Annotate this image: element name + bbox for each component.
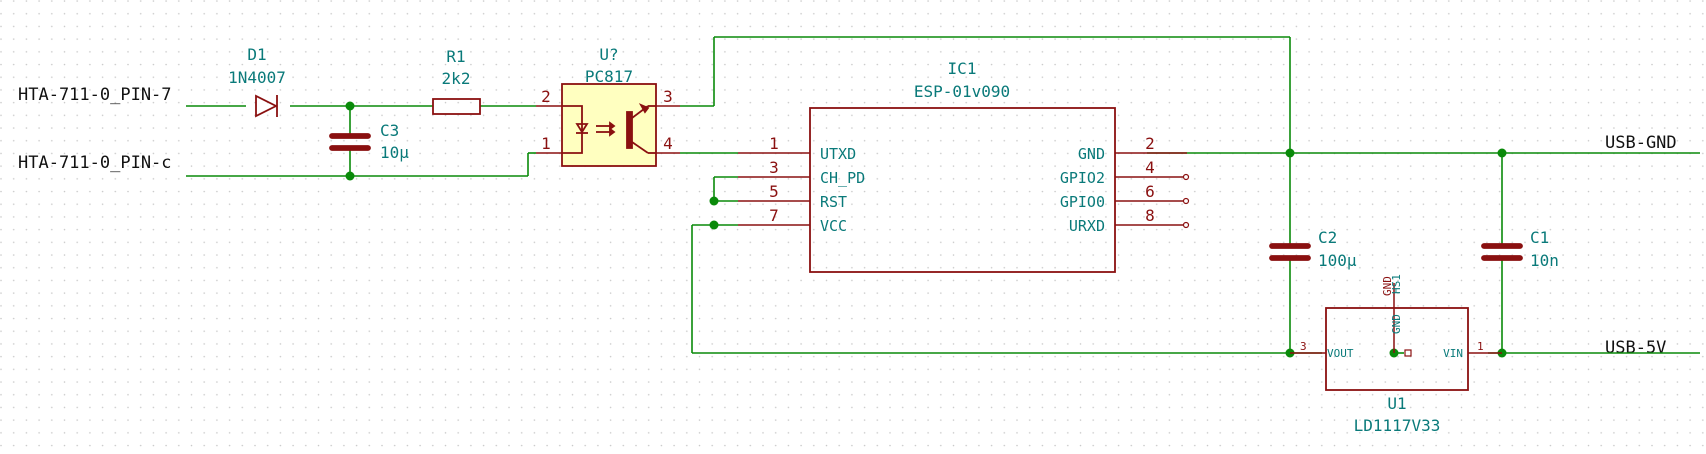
opto-pin-3: 3 <box>663 87 673 106</box>
u1-pin-num-vout: 3 <box>1300 340 1307 353</box>
resistor-r1[interactable]: R1 2k2 <box>432 47 481 115</box>
ic1-pin-name-ch-pd: CH_PD <box>820 169 865 187</box>
ic1-pin-num-ch-pd: 3 <box>769 158 779 177</box>
ic-esp01[interactable]: 1 3 5 7 UTXD CH_PD RST VCC 2 4 6 8 GND G… <box>738 59 1190 273</box>
net-label-usb-5v[interactable]: USB-5V <box>1605 338 1666 358</box>
capacitor-c1[interactable]: C1 10n <box>1481 228 1559 270</box>
c1-value: 10n <box>1530 251 1559 270</box>
r1-value: 2k2 <box>442 69 471 88</box>
capacitor-c2[interactable]: C2 100µ <box>1269 228 1357 270</box>
opto-value: PC817 <box>585 67 633 86</box>
capacitor-c3[interactable]: C3 10µ <box>329 121 409 162</box>
u1-value: LD1117V33 <box>1354 416 1441 435</box>
net-label-pin7[interactable]: HTA-711-0_PIN-7 <box>18 85 172 105</box>
d1-value: 1N4007 <box>228 68 286 87</box>
ic1-pin-num-urxd: 8 <box>1145 206 1155 225</box>
regulator-ld1117[interactable]: 3 VOUT VIN 1 GND GND HS1 U1 LD1117V33 <box>1290 274 1502 435</box>
u1-pin-name-vout: VOUT <box>1327 347 1354 360</box>
ic1-pin-name-rst: RST <box>820 193 847 211</box>
u1-pin-num-vin: 1 <box>1477 340 1484 353</box>
ic1-pin-name-gnd: GND <box>1078 145 1105 163</box>
optocoupler-pc817[interactable]: 2 1 3 4 U? PC817 <box>536 45 680 167</box>
opto-pin-4: 4 <box>663 134 673 153</box>
ic1-ref: IC1 <box>948 59 977 78</box>
ic1-pin-name-gpio0: GPIO0 <box>1060 193 1105 211</box>
c1-ref: C1 <box>1530 228 1549 247</box>
diode-d1[interactable]: D1 1N4007 <box>228 45 286 118</box>
r1-ref: R1 <box>446 47 465 66</box>
ic1-pin-name-vcc: VCC <box>820 217 847 235</box>
ic1-pin-num-rst: 5 <box>769 182 779 201</box>
u1-pin-name-hs: HS1 <box>1390 274 1403 294</box>
u1-ref: U1 <box>1387 394 1406 413</box>
net-label-pinc[interactable]: HTA-711-0_PIN-c <box>18 153 172 173</box>
c3-value: 10µ <box>380 143 409 162</box>
u1-pin-num-gnd: GND <box>1381 276 1394 296</box>
c2-value: 100µ <box>1318 251 1357 270</box>
junctions <box>345 101 1507 358</box>
net-label-usb-gnd[interactable]: USB-GND <box>1605 133 1677 153</box>
d1-ref: D1 <box>247 45 266 64</box>
ic1-pin-num-gnd: 2 <box>1145 134 1155 153</box>
u1-pin-name-vin: VIN <box>1443 347 1463 360</box>
c2-ref: C2 <box>1318 228 1337 247</box>
ic1-pin-name-urxd: URXD <box>1069 217 1105 235</box>
ic1-pin-num-utxd: 1 <box>769 134 779 153</box>
ic1-pin-name-gpio2: GPIO2 <box>1060 169 1105 187</box>
opto-pin-1: 1 <box>541 134 551 153</box>
ic1-pin-num-gpio0: 6 <box>1145 182 1155 201</box>
c3-ref: C3 <box>380 121 399 140</box>
u1-pin-name-gnd: GND <box>1390 314 1403 334</box>
ic1-value: ESP-01v090 <box>914 82 1010 101</box>
opto-ref: U? <box>599 45 618 64</box>
ic1-pin-num-gpio2: 4 <box>1145 158 1155 177</box>
opto-pin-2: 2 <box>541 87 551 106</box>
ic1-pin-name-utxd: UTXD <box>820 145 856 163</box>
ic1-pin-num-vcc: 7 <box>769 206 779 225</box>
